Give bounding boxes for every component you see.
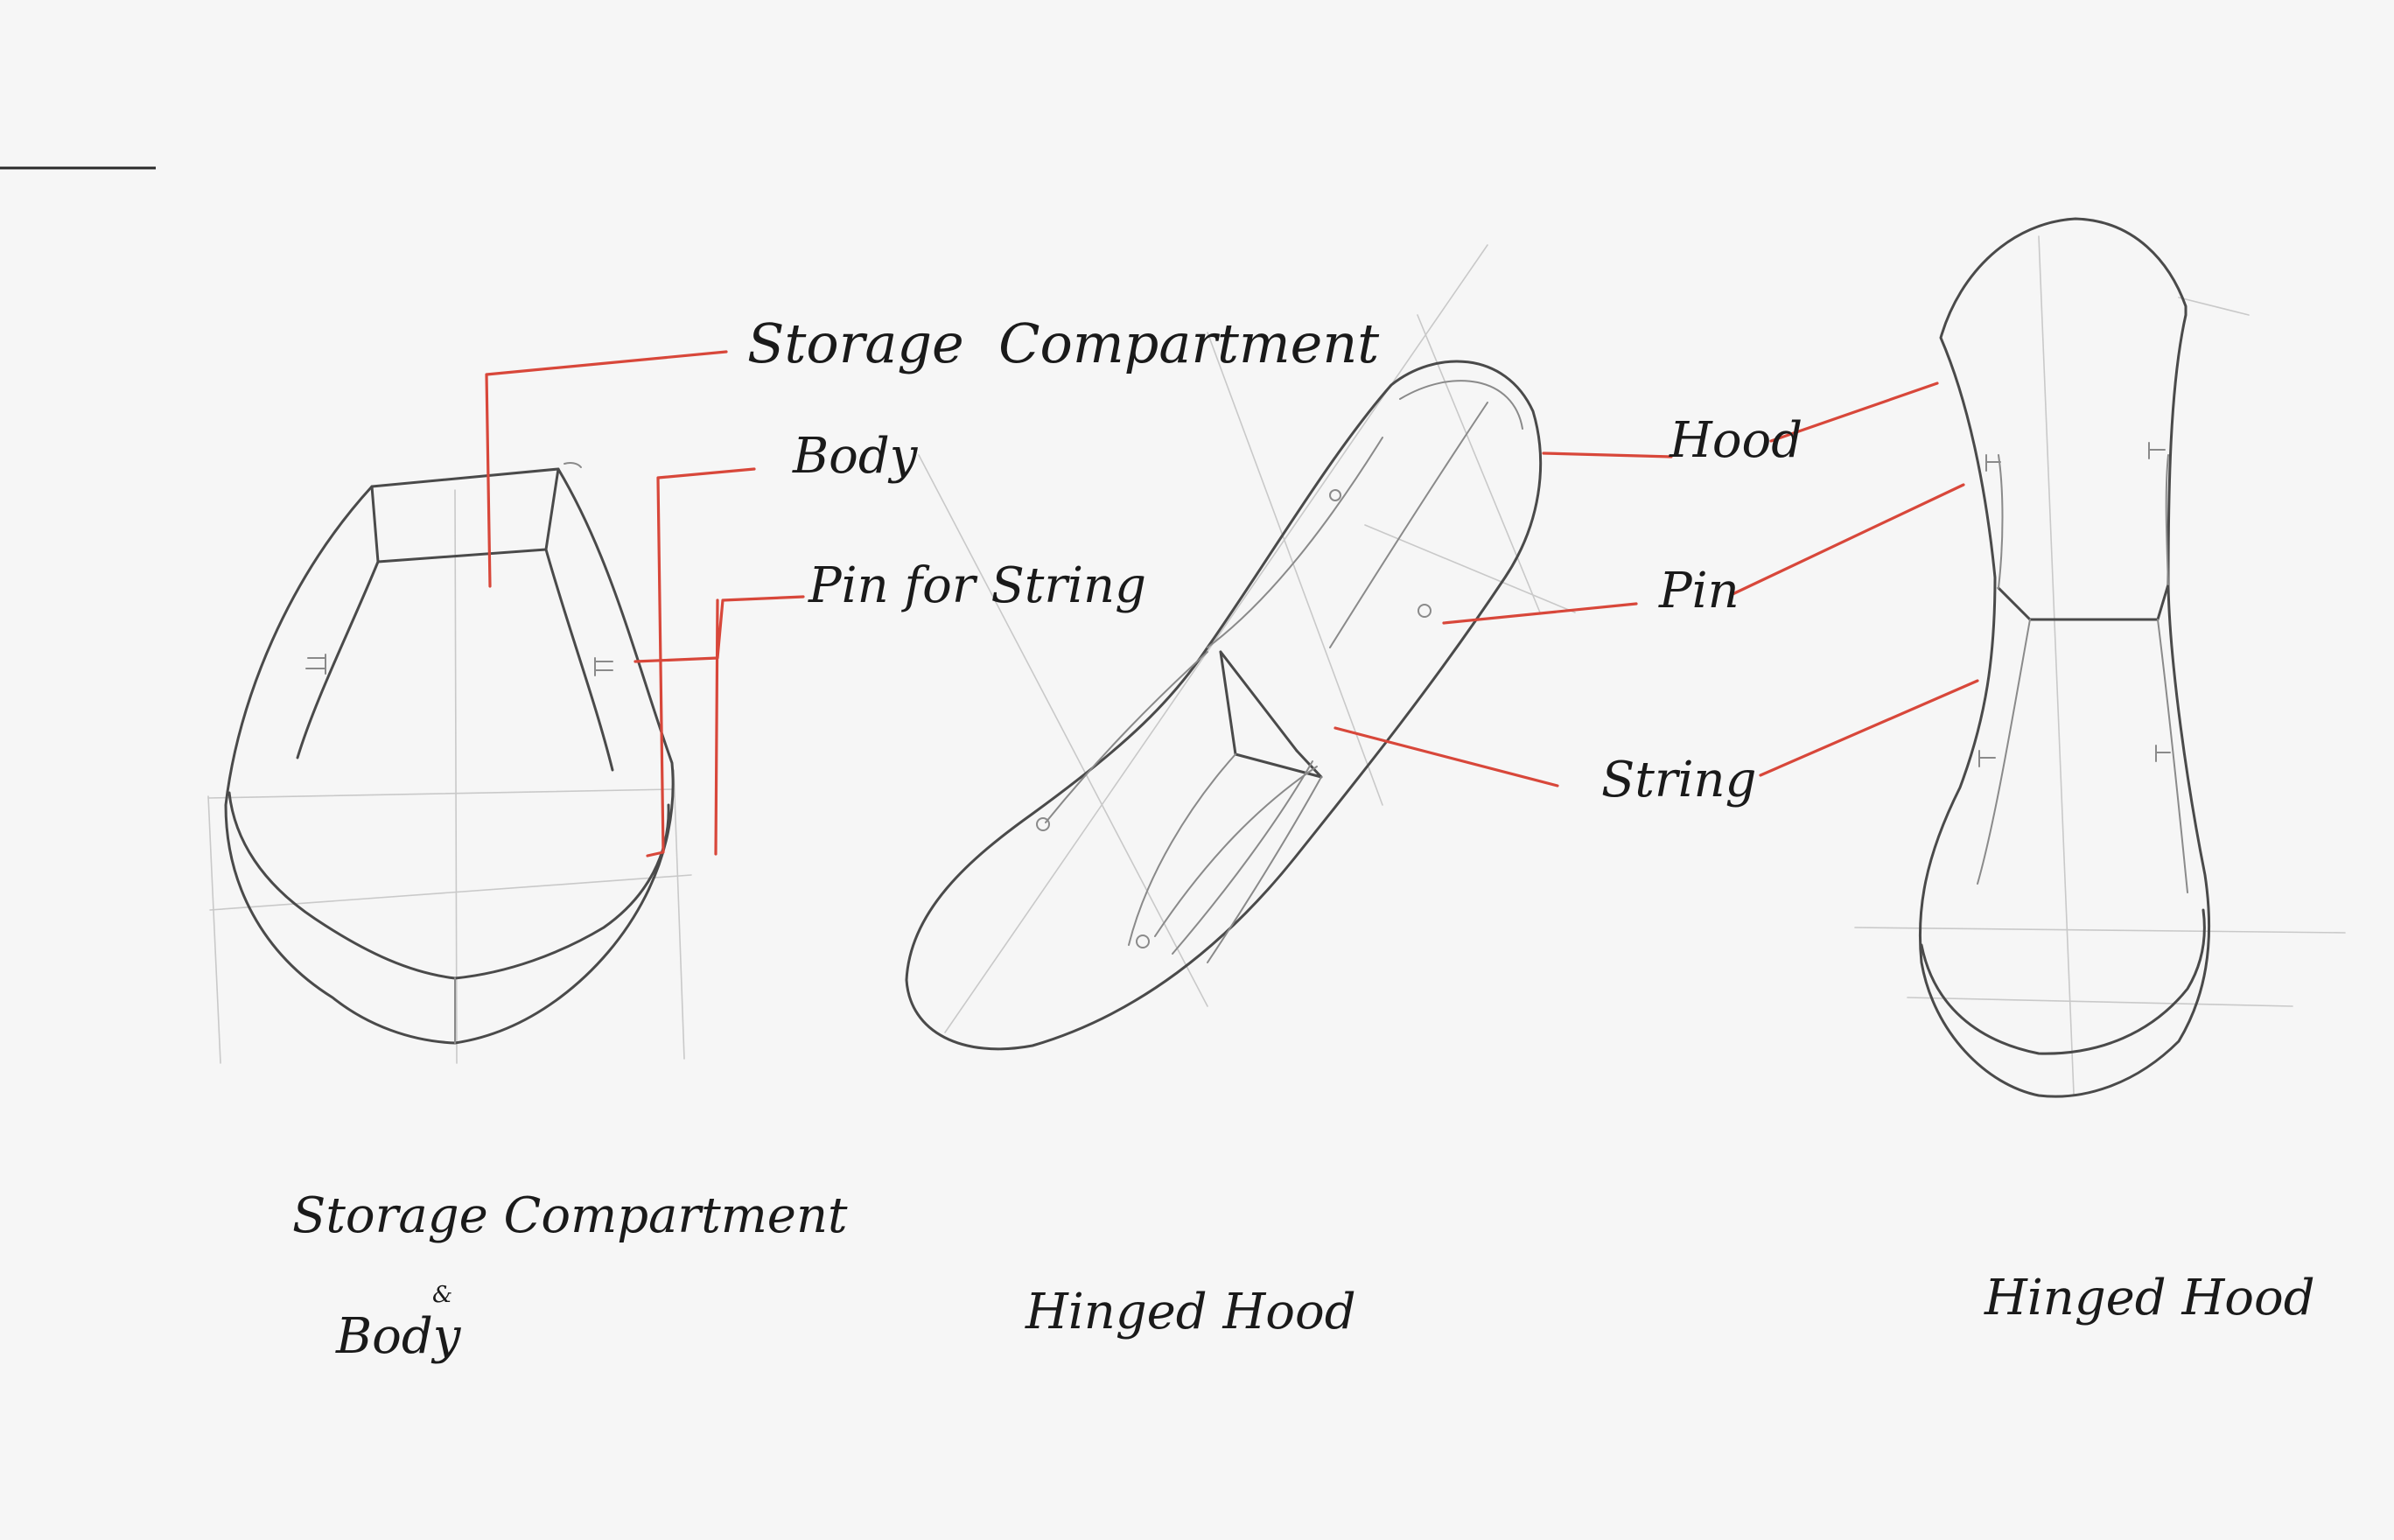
label-pin: Pin bbox=[1658, 563, 1740, 620]
label-storage-compartment: Storage Compartment bbox=[747, 312, 1379, 375]
leader-pin-right bbox=[1731, 485, 1964, 595]
sketch-hinged-hood-top bbox=[1855, 219, 2345, 1096]
sketch-storage-compartment-body bbox=[208, 463, 691, 1063]
leader-body bbox=[648, 469, 754, 856]
caption-ampersand: & bbox=[432, 1282, 452, 1308]
leader-string bbox=[1335, 728, 1558, 786]
caption-hinged-hood-middle: Hinged Hood bbox=[1025, 1284, 1356, 1340]
label-hood: Hood bbox=[1669, 412, 1802, 469]
label-body: Body bbox=[792, 428, 919, 485]
leader-pin bbox=[1444, 604, 1636, 623]
label-string: String bbox=[1601, 752, 1756, 808]
leader-hood bbox=[1544, 453, 1671, 457]
caption-hinged-hood-right: Hinged Hood bbox=[1984, 1270, 2315, 1326]
leader-string-right bbox=[1760, 681, 1978, 775]
caption-body: Body bbox=[335, 1308, 462, 1365]
caption-storage-compartment: Storage Compartment bbox=[292, 1187, 848, 1244]
label-pin-for-string: Pin for String bbox=[808, 557, 1146, 614]
